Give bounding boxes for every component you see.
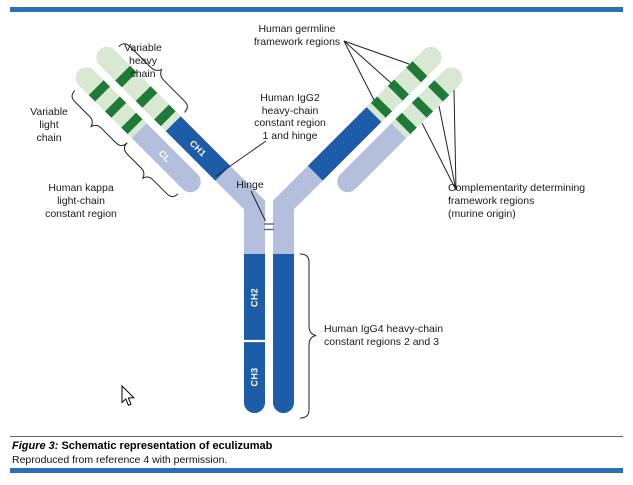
label-variable-heavy: Variable heavy chain (124, 42, 162, 80)
label-kappa-constant: Human kappa light-chain constant region (45, 182, 117, 220)
top-accent-bar (10, 7, 623, 12)
label-igg4: Human IgG4 heavy-chain constant regions … (324, 323, 444, 348)
brace-igg4 (299, 253, 317, 419)
label-igg2: Human IgG2 heavy-chain constant region 1… (254, 92, 326, 142)
pointer-lines-germline (343, 40, 410, 101)
mouse-cursor (121, 384, 135, 406)
caption-divider (10, 436, 623, 437)
figure-caption: Figure 3:Schematic representation of ecu… (12, 440, 272, 452)
label-cdr: Complementarity determining framework re… (448, 182, 586, 220)
light-chain-right (337, 67, 462, 193)
figure-credit: Reproduced from reference 4 with permiss… (12, 454, 228, 466)
light-chain-left (76, 67, 201, 193)
label-variable-light: Variable light chain (30, 106, 68, 144)
ch2-domain-label: CH2 (250, 288, 260, 307)
figure-title: Schematic representation of eculizumab (61, 440, 273, 452)
label-hinge: Hinge (236, 179, 264, 191)
pointer-line-igg2 (215, 140, 267, 177)
hinge-bonds (264, 223, 274, 231)
brace-variable-light (71, 90, 128, 147)
bottom-accent-bar (10, 468, 623, 473)
figure-number: Figure 3: (12, 440, 59, 452)
brace-group-left-arm (71, 43, 188, 198)
heavy-chain-left (96, 47, 266, 413)
brace-variable-heavy (118, 43, 188, 113)
pointer-line-hinge (250, 190, 266, 222)
label-germline: Human germline framework regions (253, 23, 341, 48)
brace-kappa-constant (123, 142, 179, 198)
ch3-domain-label: CH3 (250, 368, 260, 387)
pointer-lines-cdr (421, 89, 457, 191)
heavy-chain-right (273, 47, 442, 413)
